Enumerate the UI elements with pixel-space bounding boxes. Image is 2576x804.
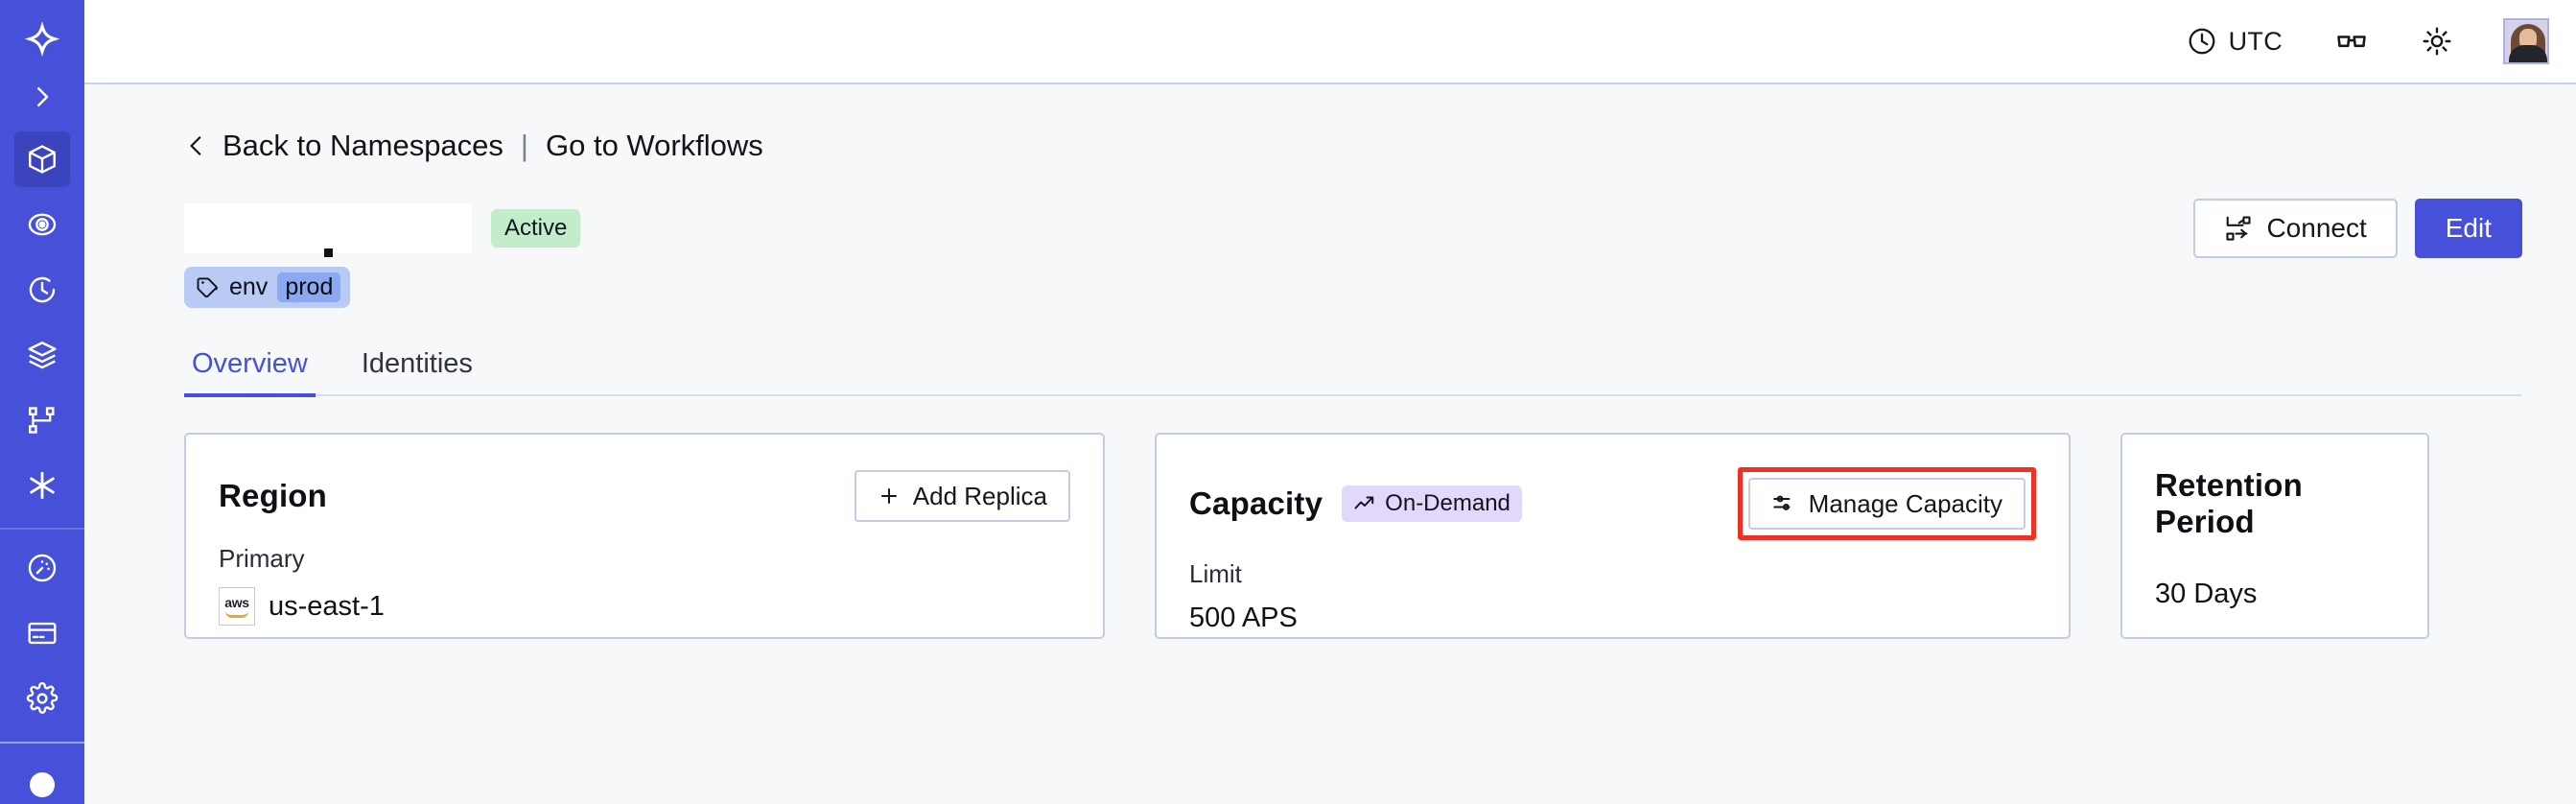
expand-sidebar-button[interactable]	[14, 69, 70, 125]
namespace-tags: env prod	[184, 267, 2522, 308]
timezone-selector[interactable]: UTC	[2187, 26, 2283, 57]
avatar-face	[2519, 29, 2537, 50]
capacity-card-header: Capacity On-Demand	[1189, 467, 2036, 540]
page-content: Back to Namespaces | Go to Workflows Act…	[84, 84, 2576, 804]
on-demand-badge: On-Demand	[1342, 485, 1522, 522]
clock-icon	[2187, 26, 2217, 57]
status-badge: Active	[491, 209, 581, 248]
timezone-label: UTC	[2228, 26, 2283, 56]
header-actions: Connect Edit	[2193, 199, 2522, 258]
region-card: Region Add Replica	[184, 433, 1105, 639]
capacity-card: Capacity On-Demand	[1155, 433, 2071, 639]
add-replica-button[interactable]: Add Replica	[854, 470, 1070, 522]
breadcrumb-separator: |	[520, 129, 528, 162]
sidebar-item-namespaces[interactable]	[14, 131, 70, 187]
region-value-row: aws us-east-1	[219, 587, 1070, 626]
sliders-icon	[1771, 491, 1796, 516]
tag-value: prod	[277, 272, 341, 302]
aws-logo-smile	[225, 611, 248, 618]
tag-chip-env[interactable]: env prod	[184, 267, 351, 308]
sidebar-item-history[interactable]	[14, 262, 70, 318]
tag-icon	[196, 275, 220, 299]
aws-logo-text: aws	[224, 594, 249, 610]
add-replica-label: Add Replica	[912, 481, 1047, 510]
aws-logo-icon: aws	[219, 587, 255, 626]
manage-capacity-highlight: Manage Capacity	[1737, 467, 2036, 540]
retention-card-header: Retention Period	[2155, 467, 2395, 540]
capacity-card-action: Manage Capacity	[1737, 467, 2036, 540]
sidebar-divider	[0, 528, 84, 530]
go-to-workflows-link[interactable]: Go to Workflows	[545, 129, 763, 162]
sidebar-item-settings[interactable]	[14, 671, 70, 726]
sidebar-item-observability[interactable]	[14, 197, 70, 252]
sidebar-bottom-group	[0, 742, 84, 804]
tag-key: env	[229, 273, 269, 300]
reading-mode-button[interactable]	[2334, 24, 2369, 59]
sidebar-bottom-divider	[0, 742, 84, 744]
sidebar-secondary-group	[14, 535, 70, 731]
overview-cards: Region Add Replica	[184, 433, 2522, 639]
avatar-body	[2509, 45, 2547, 62]
retention-card: Retention Period 30 Days	[2120, 433, 2429, 639]
trending-up-icon	[1353, 492, 1376, 515]
sidebar-item-billing[interactable]	[14, 605, 70, 661]
edit-button[interactable]: Edit	[2414, 199, 2522, 258]
main-column: UTC	[84, 0, 2576, 804]
on-demand-badge-label: On-Demand	[1385, 490, 1510, 516]
region-value: us-east-1	[269, 590, 385, 622]
region-card-title: Region	[219, 478, 328, 513]
tab-overview[interactable]: Overview	[184, 348, 316, 397]
sun-icon	[2421, 25, 2453, 58]
sidebar-primary-group	[14, 127, 70, 518]
manage-capacity-label: Manage Capacity	[1808, 488, 2002, 518]
redaction-marker	[323, 248, 333, 257]
retention-card-title: Retention Period	[2155, 467, 2303, 539]
breadcrumb: Back to Namespaces | Go to Workflows	[184, 129, 2522, 163]
edit-button-label: Edit	[2445, 213, 2492, 243]
region-sublabel: Primary	[219, 544, 305, 573]
theme-toggle-button[interactable]	[2421, 25, 2453, 58]
namespace-header-row: Active Connect	[184, 199, 2522, 258]
capacity-value: 500 APS	[1189, 603, 1298, 633]
connect-button[interactable]: Connect	[2193, 199, 2398, 258]
capacity-card-title: Capacity	[1189, 485, 1323, 521]
manage-capacity-button[interactable]: Manage Capacity	[1747, 478, 2026, 530]
region-card-action: Add Replica	[854, 470, 1070, 522]
retention-value: 30 Days	[2155, 579, 2258, 609]
glasses-icon	[2334, 24, 2369, 59]
sidebar-item-usage[interactable]	[14, 540, 70, 596]
main-sidebar	[0, 0, 84, 804]
connect-button-label: Connect	[2266, 213, 2367, 243]
capacity-sublabel: Limit	[1189, 559, 1242, 588]
namespace-title-redacted	[184, 203, 472, 257]
top-bar: UTC	[84, 0, 2576, 84]
tab-identities[interactable]: Identities	[361, 348, 473, 379]
sidebar-item-help[interactable]	[14, 757, 70, 804]
tab-bar: Overview Identities	[184, 348, 2522, 397]
sidebar-item-nexus[interactable]	[14, 458, 70, 513]
chevron-left-icon[interactable]	[184, 130, 209, 162]
plus-icon	[878, 485, 901, 508]
sidebar-item-schedules[interactable]	[14, 392, 70, 448]
temporal-logo-icon[interactable]	[20, 17, 64, 61]
avatar[interactable]	[2503, 18, 2549, 64]
sidebar-item-layers[interactable]	[14, 327, 70, 383]
back-to-namespaces-link[interactable]: Back to Namespaces	[222, 129, 503, 162]
connect-icon	[2224, 214, 2253, 243]
region-card-header: Region Add Replica	[219, 467, 1070, 525]
